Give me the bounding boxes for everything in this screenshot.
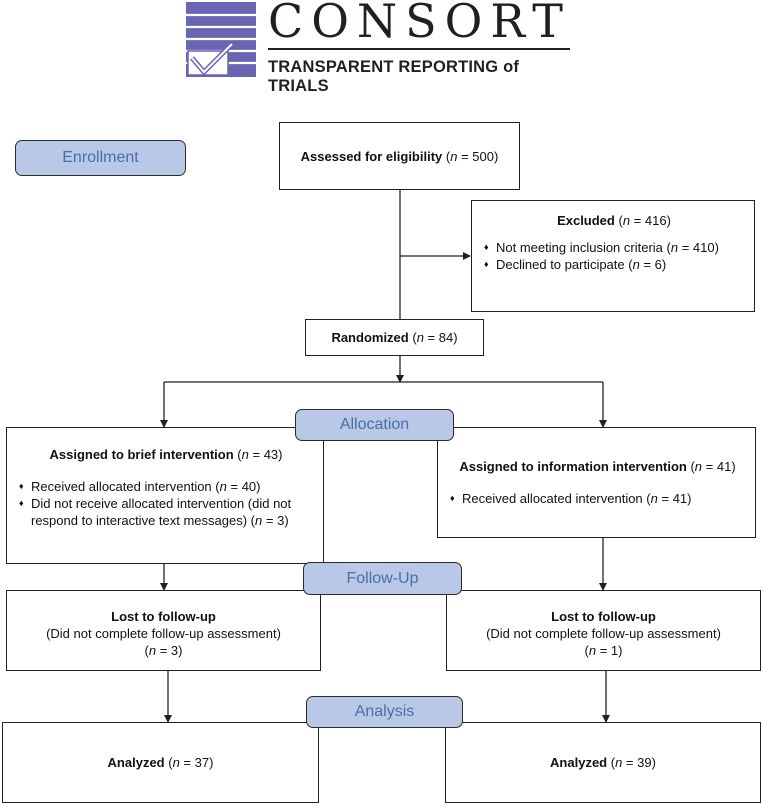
lost-brief-reason: (Did not complete follow-up assessment)	[46, 626, 281, 641]
excluded-heading: Excluded (n = 416)	[557, 213, 671, 228]
excluded-n: 416	[644, 213, 667, 228]
excluded-reason-item: Declined to participate (n = 6)	[484, 256, 744, 273]
lost-information-count: (n = 1)	[584, 643, 623, 658]
logo-wordmark: CONSORT	[268, 0, 571, 48]
lost-brief-count: (n = 3)	[144, 643, 183, 658]
logo-tagline: TRANSPARENT REPORTING of TRIALS	[268, 58, 520, 95]
assigned-information-heading: Assigned to information intervention (n …	[459, 459, 736, 474]
stage-enrollment: Enrollment	[15, 140, 186, 176]
assigned-information-label: Assigned to information intervention	[459, 459, 687, 474]
box-analyzed-brief: Analyzed (n = 37)	[2, 722, 319, 803]
stage-analysis: Analysis	[306, 696, 463, 728]
randomized-label: Randomized	[331, 330, 409, 345]
box-analyzed-information: Analyzed (n = 39)	[445, 722, 761, 803]
assigned-brief-n: 43	[263, 447, 279, 462]
analyzed-information-n: 39	[637, 755, 652, 770]
brief-received-item: Received allocated intervention (n = 40)	[19, 478, 313, 495]
box-assigned-information: Assigned to information intervention (n …	[437, 427, 756, 538]
lost-information-reason: (Did not complete follow-up assessment)	[486, 626, 721, 641]
box-lost-brief: Lost to follow-up (Did not complete foll…	[6, 590, 321, 671]
box-randomized: Randomized (n = 84)	[305, 319, 484, 356]
brief-not-received-item: Did not receive allocated intervention (…	[19, 495, 313, 529]
randomized-n: 84	[438, 330, 454, 345]
assessed-n: 500	[472, 148, 494, 164]
box-assigned-brief: Assigned to brief intervention (n = 43) …	[6, 427, 324, 564]
assigned-information-n: 41	[716, 459, 732, 474]
assessed-label: Assessed for eligibility	[300, 148, 443, 164]
information-received-item: Received allocated intervention (n = 41)	[450, 490, 745, 507]
randomized-text: Randomized (n = 84)	[331, 330, 458, 345]
assigned-brief-label: Assigned to brief intervention	[49, 447, 234, 462]
analyzed-information-label: Analyzed	[550, 755, 608, 770]
consort-logo: CONSORT TRANSPARENT REPORTING of TRIALS	[186, 0, 576, 95]
box-assessed: Assessed for eligibility (n = 500)	[279, 122, 520, 190]
analyzed-brief-label: Analyzed	[107, 755, 165, 770]
lost-brief-label: Lost to follow-up	[111, 609, 216, 624]
assigned-brief-heading: Assigned to brief intervention (n = 43)	[49, 447, 283, 462]
lost-information-label: Lost to follow-up	[551, 609, 656, 624]
analyzed-brief-n: 37	[194, 755, 210, 770]
excluded-reason-item: Not meeting inclusion criteria (n = 410)	[484, 239, 744, 256]
consort-checkmark-icon	[186, 2, 256, 77]
stage-follow-up: Follow-Up	[303, 562, 462, 595]
excluded-label: Excluded	[557, 213, 615, 228]
box-lost-information: Lost to follow-up (Did not complete foll…	[446, 590, 761, 671]
assessed-text: Assessed for eligibility (n = 500)	[300, 148, 499, 164]
box-excluded: Excluded (n = 416) Not meeting inclusion…	[471, 200, 755, 312]
logo-divider	[268, 48, 570, 50]
stage-allocation: Allocation	[295, 409, 454, 441]
